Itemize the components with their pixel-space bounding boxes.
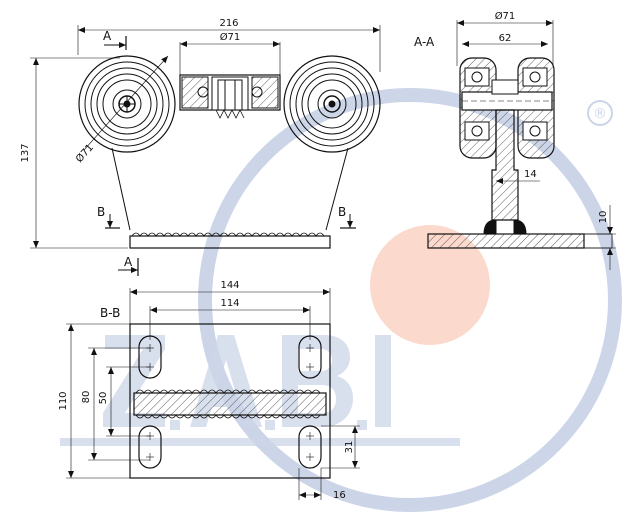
watermark-ring (198, 88, 622, 512)
section-aa-view (427, 20, 616, 270)
aa-base-plate (427, 233, 585, 249)
front-weld-bead (131, 232, 325, 237)
front-view (30, 25, 381, 276)
dim-line-wheel-diameter (83, 55, 169, 151)
label-bb-slot-pitch-inner: 50 (98, 392, 109, 405)
bb-slot-top-left (138, 335, 162, 379)
label-section-aa-title: A-A (414, 35, 435, 49)
label-bb-slot-spacing: 114 (220, 298, 239, 309)
label-aa-outer-diameter: Ø71 (495, 10, 516, 22)
label-overall-width: 216 (219, 18, 238, 29)
label-bb-plate-height: 110 (58, 391, 69, 410)
label-bb-slot-length: 31 (344, 441, 355, 454)
label-bb-slot-width: 16 (333, 490, 346, 501)
left-wheel (78, 55, 176, 153)
bb-plate-outline (129, 323, 331, 479)
label-section-b-right: B (338, 205, 346, 219)
label-bb-plate-width: 144 (220, 280, 239, 291)
label-section-a-bottom: A (124, 255, 133, 269)
trademark-symbol: ® (593, 106, 607, 122)
section-bb-view (66, 288, 360, 500)
trademark-circle (587, 100, 613, 126)
label-section-b-left: B (97, 205, 105, 219)
bb-slot-bottom-right (298, 425, 322, 469)
label-aa-plate-thickness: 10 (598, 211, 609, 224)
label-section-a-top: A (103, 29, 112, 43)
bb-slot-top-right (298, 335, 322, 379)
label-aa-stem-width: 14 (524, 169, 537, 180)
label-wheel-diameter: Ø71 (73, 142, 96, 165)
bb-weld-bar (133, 392, 327, 416)
bb-slot-bottom-left (138, 425, 162, 469)
center-bracket (179, 74, 281, 119)
label-bb-slot-pitch-outer: 80 (81, 391, 92, 404)
label-height: 137 (20, 143, 31, 162)
front-base-plate (129, 235, 331, 249)
watermark-accent-disc (370, 225, 490, 345)
label-aa-inner-width: 62 (499, 33, 512, 44)
label-section-bb-title: B-B (100, 306, 120, 320)
label-bracket-diameter: Ø71 (220, 31, 241, 43)
right-wheel (283, 55, 381, 153)
